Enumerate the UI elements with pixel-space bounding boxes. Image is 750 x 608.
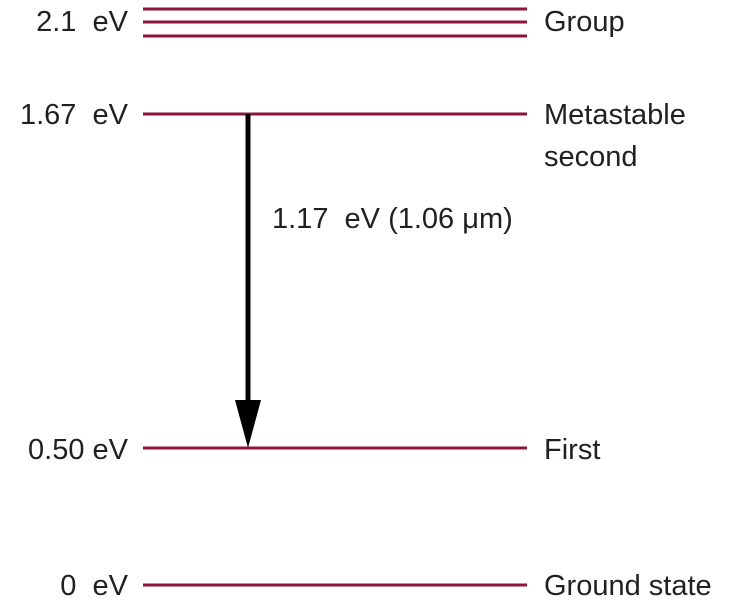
level-metastable-energy-label: 1.67 eV bbox=[20, 99, 129, 131]
level-group: 2.1 eV Group bbox=[36, 6, 625, 38]
transition-arrow: 1.17 eV (1.06 μm) bbox=[235, 114, 513, 448]
level-group-energy-label: 2.1 eV bbox=[36, 6, 129, 38]
level-group-name: Group bbox=[544, 6, 625, 38]
level-ground-name: Ground state bbox=[544, 570, 712, 602]
level-first-name: First bbox=[544, 434, 600, 466]
level-ground: 0 eV Ground state bbox=[60, 570, 711, 602]
level-metastable-name-line2: second bbox=[544, 141, 638, 173]
level-metastable: 1.67 eV Metastable second bbox=[20, 99, 686, 173]
level-metastable-name: Metastable bbox=[544, 99, 686, 131]
transition-label: 1.17 eV (1.06 μm) bbox=[272, 203, 513, 235]
transition-arrow-head bbox=[235, 400, 261, 448]
level-first-energy-label: 0.50 eV bbox=[28, 434, 129, 466]
level-ground-energy-label: 0 eV bbox=[60, 570, 128, 602]
level-first: 0.50 eV First bbox=[28, 434, 600, 466]
